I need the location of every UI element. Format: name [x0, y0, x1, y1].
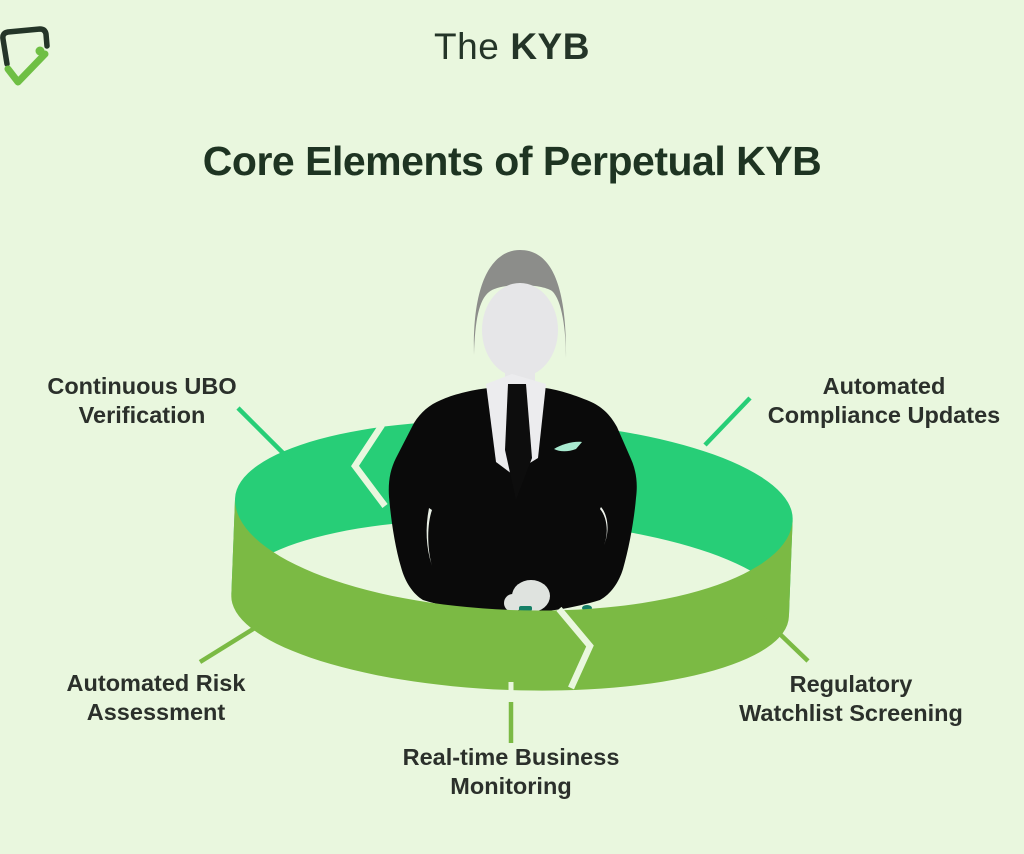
brand-logo: The KYB	[0, 26, 1024, 86]
pocket-square	[554, 441, 582, 452]
label-continuous-ubo-verification: Continuous UBO Verification	[47, 373, 237, 428]
label-regulatory-watchlist-screening: Regulatory Watchlist Screening	[739, 671, 963, 726]
connector-continuous-ubo	[236, 406, 292, 462]
page-title: Core Elements of Perpetual KYB	[202, 138, 822, 184]
left-sleeve-crease	[426, 508, 432, 566]
brand-word-the: The	[434, 26, 500, 67]
hair	[473, 250, 567, 358]
hand-thumb	[504, 594, 522, 612]
right-sleeve-crease	[600, 507, 608, 545]
chevron-notch-left	[351, 423, 388, 508]
label-automated-compliance-updates: Automated Compliance Updates	[767, 373, 1001, 428]
brand-wordmark: The KYB	[434, 26, 590, 68]
label-realtime-business-monitoring: Real-time Business Monitoring	[402, 744, 620, 799]
label-automated-risk-assessment: Automated Risk Assessment	[66, 670, 246, 725]
connector-risk-assessment	[198, 624, 260, 664]
kyb-check-logo-icon	[0, 26, 50, 86]
connector-regulatory-watchlist	[758, 613, 810, 663]
necktie	[505, 384, 532, 500]
connector-compliance-updates	[703, 396, 752, 447]
ring-front-band	[231, 498, 793, 691]
ring-front-group	[231, 498, 793, 691]
chevron-notch-right	[556, 606, 594, 690]
cuff-accent	[519, 606, 532, 611]
face	[482, 283, 558, 377]
brand-word-kyb: KYB	[510, 26, 590, 67]
businessman-avatar	[388, 250, 637, 613]
